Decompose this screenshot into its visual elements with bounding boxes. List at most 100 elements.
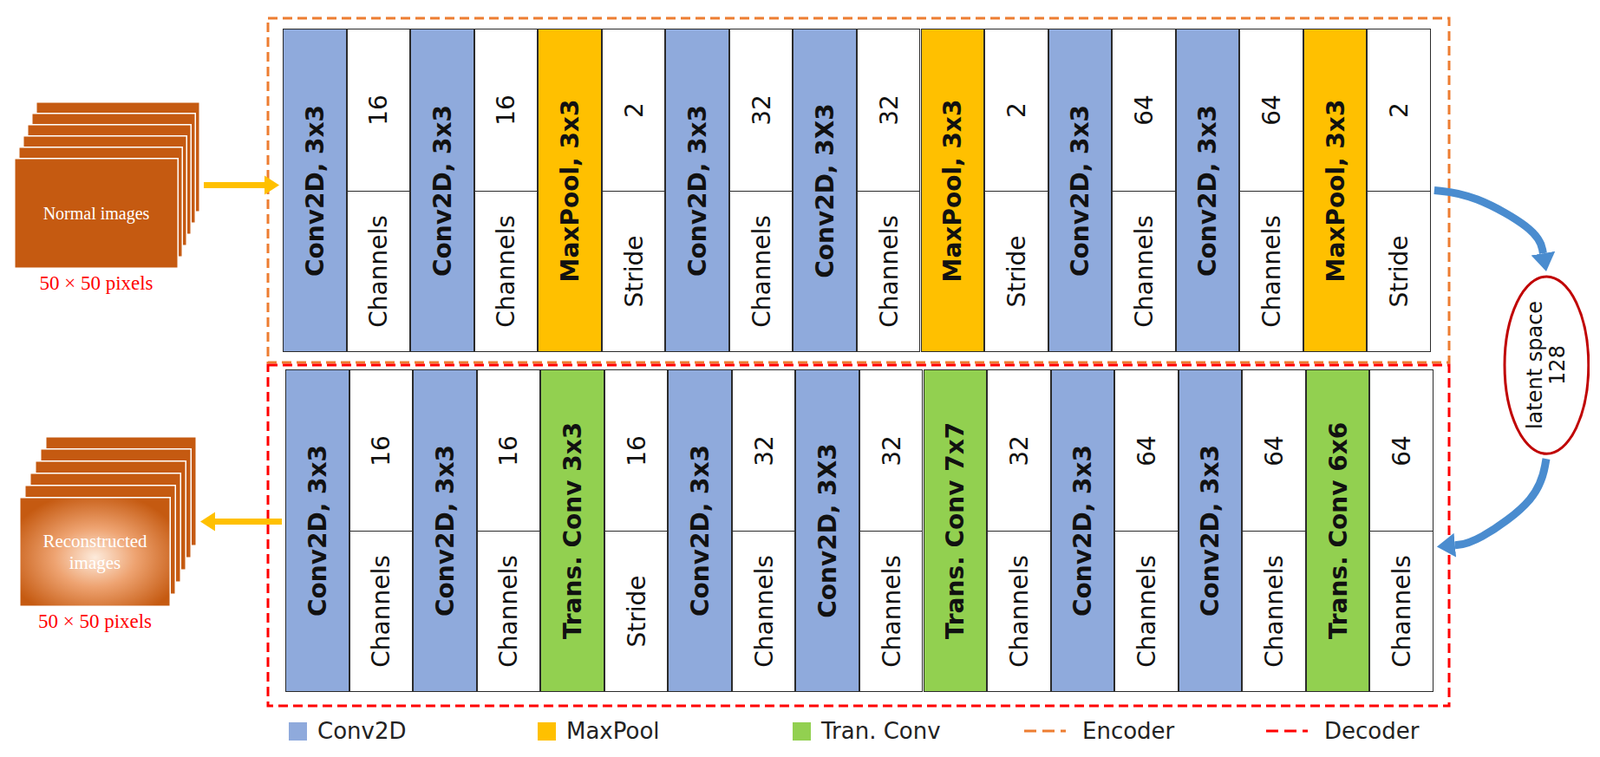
legend-entry: Encoder — [1023, 716, 1175, 746]
conv2d-block: Conv2D, 3x3 — [1051, 369, 1116, 693]
parameter-cell: 32Channels — [731, 369, 797, 693]
parameter-value: 64 — [1257, 94, 1287, 126]
layer-name: Conv2D, 3x3 — [427, 104, 457, 276]
parameter-value: 2 — [1001, 102, 1031, 118]
parameter-cell: 2Stride — [601, 28, 667, 353]
image-stack: Normal images50 × 50 pixels — [13, 101, 201, 269]
layer-name: MaxPool, 3x3 — [555, 98, 584, 282]
parameter-cell: 64Channels — [1111, 28, 1176, 353]
cell-half: Stride — [1367, 190, 1431, 353]
parameter-name: Channels — [1257, 215, 1287, 328]
legend-entry: Tran. Conv — [792, 716, 941, 746]
parameter-cell: 64Channels — [1239, 28, 1304, 353]
cell-half: 64 — [1112, 29, 1176, 191]
image-caption-box: Normal images — [13, 157, 179, 269]
legend-label: Conv2D — [317, 718, 407, 745]
parameter-name: Stride — [1001, 235, 1031, 307]
layer-name: Conv2D, 3x3 — [685, 444, 715, 617]
latent-arrow — [1455, 458, 1547, 546]
transconv-block: Trans. Conv 6x6 — [1306, 369, 1371, 693]
layer-name: Trans. Conv 6x6 — [1323, 422, 1352, 640]
parameter-cell: 32Channels — [986, 369, 1052, 693]
encoder-frame — [267, 18, 1450, 363]
parameter-value: 16 — [494, 435, 523, 467]
layer-name: Conv2D, 3X3 — [810, 103, 840, 279]
parameter-cell: 16Channels — [474, 28, 539, 353]
cell-half: 64 — [1370, 370, 1433, 531]
parameter-value: 2 — [1384, 102, 1414, 118]
parameter-name: Channels — [749, 555, 778, 668]
cell-half: 64 — [1242, 370, 1306, 531]
legend-label: MaxPool — [566, 718, 660, 745]
parameter-cell: 16Channels — [346, 28, 412, 353]
parameter-cell: 16Stride — [604, 369, 669, 693]
cell-half: 16 — [475, 29, 538, 191]
parameter-cell: 64Channels — [1114, 369, 1179, 693]
layer-name: Conv2D, 3x3 — [1068, 444, 1098, 617]
image-set-name: Normal images — [43, 203, 151, 224]
parameter-cell: 64Channels — [1369, 369, 1434, 693]
cell-half: Channels — [1112, 190, 1176, 353]
cell-half: Channels — [1240, 190, 1303, 353]
legend-entry: Conv2D — [288, 716, 407, 746]
parameter-value: 64 — [1129, 94, 1158, 126]
parameter-cell: 2Stride — [1366, 28, 1431, 353]
transconv-block: Trans. Conv 3x3 — [540, 369, 605, 693]
latent-ellipse — [1504, 276, 1589, 454]
parameter-cell: 16Channels — [349, 369, 414, 693]
latent-space-ellipse: latent space128 — [1502, 274, 1591, 456]
legend-swatch — [537, 722, 556, 741]
image-stack: Reconstructed images50 × 50 pixels — [19, 436, 197, 608]
parameter-value: 32 — [876, 435, 906, 467]
parameter-name: Channels — [494, 555, 523, 668]
conv2d-block: Conv2D, 3x3 — [412, 369, 477, 693]
cell-half: 32 — [987, 370, 1051, 531]
parameter-name: Channels — [1131, 555, 1161, 668]
cell-half: Stride — [605, 530, 668, 692]
conv2d-block: Conv2D, 3X3 — [792, 28, 857, 353]
cell-half: Stride — [602, 190, 666, 353]
flow-arrow — [215, 518, 282, 525]
image-caption-box: Reconstructed images — [19, 496, 171, 608]
parameter-name: Channels — [1004, 555, 1033, 668]
latent-size: 128 — [1546, 300, 1569, 430]
cell-half: 32 — [730, 29, 793, 191]
parameter-value: 32 — [749, 435, 778, 467]
cell-half: Channels — [732, 530, 796, 692]
conv2d-block: Conv2D, 3x3 — [667, 369, 732, 693]
conv2d-block: Conv2D, 3x3 — [410, 28, 475, 353]
cell-half: 2 — [1367, 29, 1431, 191]
conv2d-block: Conv2D, 3x3 — [1175, 28, 1241, 353]
layer-name: Conv2D, 3x3 — [683, 104, 712, 276]
parameter-name: Channels — [874, 215, 903, 328]
parameter-name: Channels — [1387, 555, 1417, 668]
layer-name: MaxPool, 3x3 — [938, 98, 967, 282]
maxpool-block: MaxPool, 3x3 — [537, 28, 602, 353]
legend-label: Tran. Conv — [821, 718, 941, 745]
cell-half: Stride — [985, 190, 1048, 353]
flow-arrow — [203, 182, 265, 189]
parameter-name: Channels — [876, 555, 906, 668]
parameter-name: Channels — [364, 215, 393, 328]
parameter-cell: 32Channels — [729, 28, 794, 353]
parameter-value: 64 — [1260, 435, 1289, 467]
parameter-value: 32 — [874, 94, 903, 126]
parameter-value: 2 — [619, 102, 648, 118]
maxpool-block: MaxPool, 3x3 — [1303, 28, 1368, 353]
layer-name: Conv2D, 3x3 — [300, 104, 329, 276]
latent-arrow — [1434, 190, 1544, 255]
parameter-name: Stride — [619, 235, 648, 307]
parameter-value: 16 — [364, 94, 393, 126]
legend-swatch — [792, 722, 811, 741]
layer-name: Conv2D, 3x3 — [1195, 444, 1225, 617]
conv2d-block: Conv2D, 3x3 — [285, 369, 350, 693]
legend-line-sample — [1023, 727, 1067, 735]
conv2d-block: Conv2D, 3x3 — [1178, 369, 1243, 693]
cell-half: 2 — [602, 29, 666, 191]
layer-name: MaxPool, 3x3 — [1320, 98, 1350, 282]
cell-half: Channels — [1242, 530, 1306, 692]
parameter-cell: 16Channels — [476, 369, 542, 693]
legend-line-sample — [1265, 727, 1309, 735]
cell-half: Channels — [860, 530, 923, 692]
